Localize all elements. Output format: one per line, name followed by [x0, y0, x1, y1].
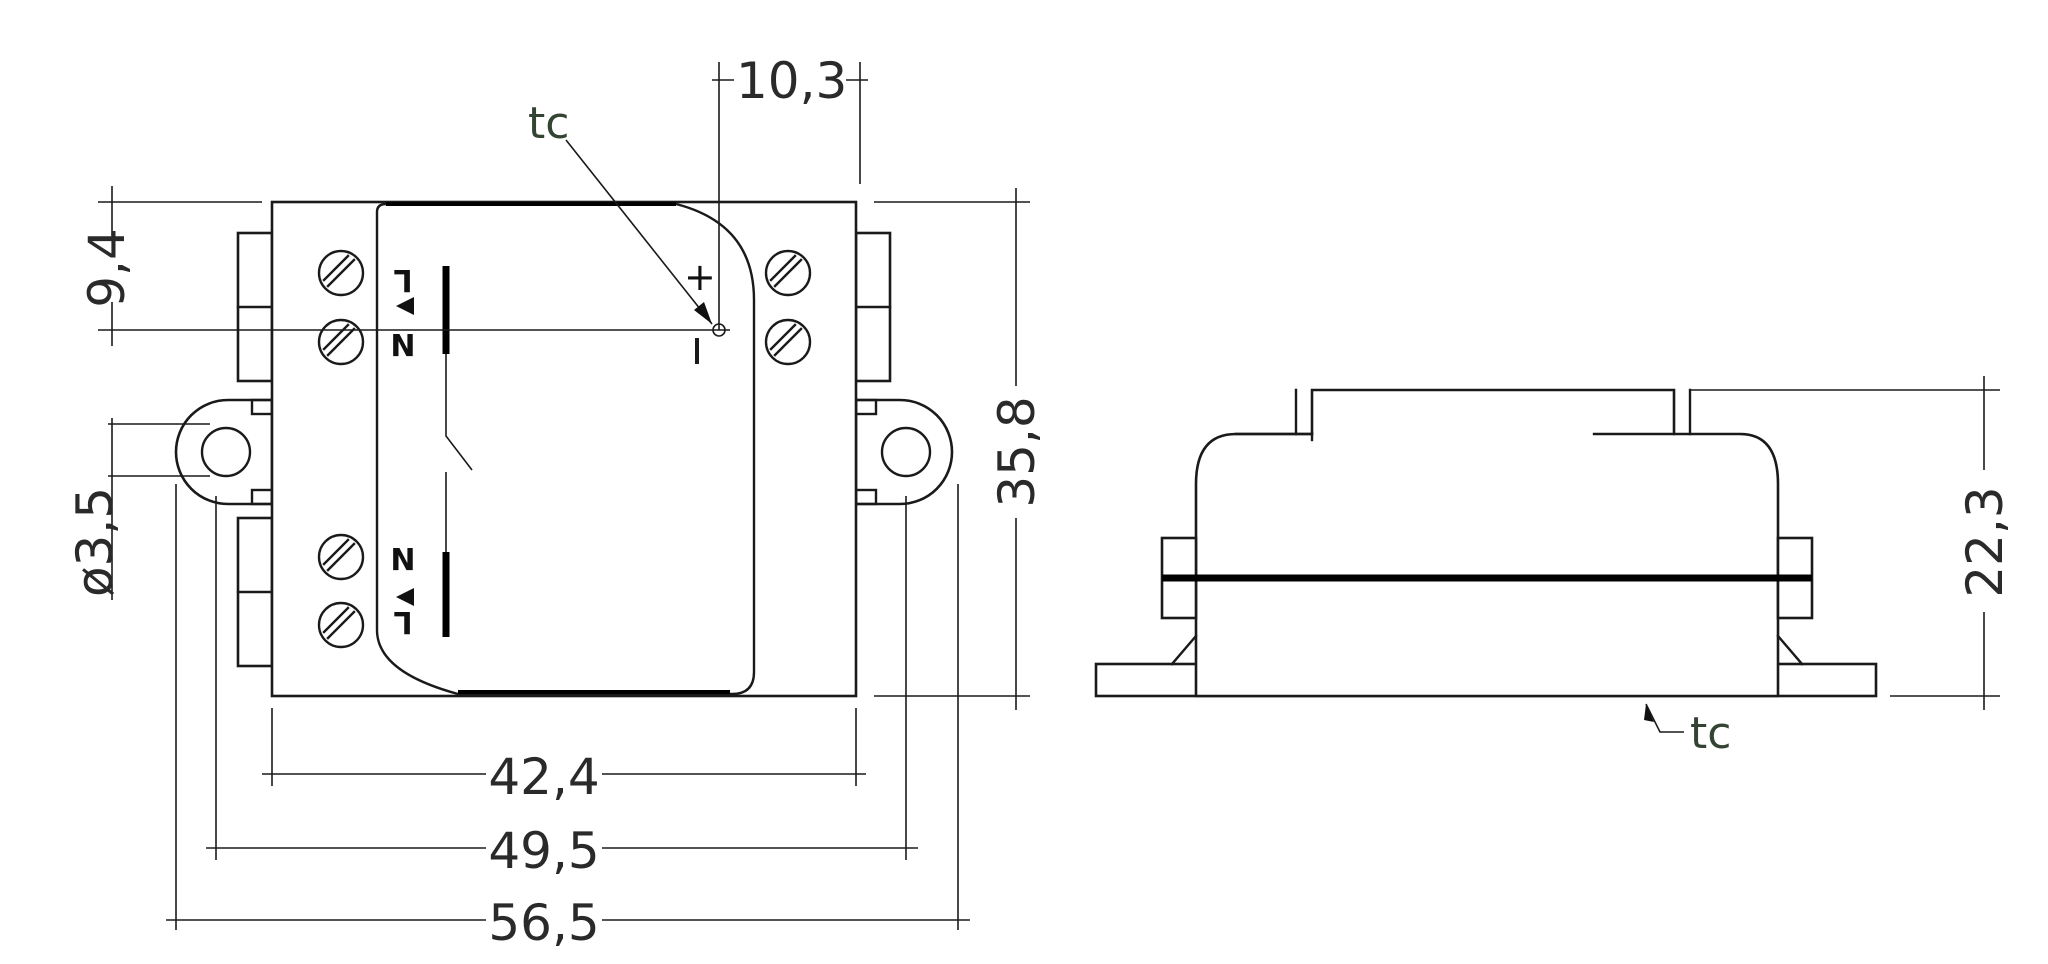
dim-left-offset: 9,4 [78, 228, 136, 308]
dim-body-width: 42,4 [488, 748, 599, 806]
front-view: L N N L tc + [174, 98, 954, 698]
arrow-top-icon [396, 297, 414, 315]
dim-height: 35,8 [988, 396, 1046, 507]
screw-icon [764, 318, 812, 366]
tc-arrowhead-icon [694, 302, 712, 324]
tc-side-arrowhead-icon [1644, 704, 1654, 722]
left-mounting-hole [200, 426, 252, 478]
front-dimensions: 10,3 9,4 ø3,5 35,8 42,4 49,5 [66, 52, 1046, 952]
switch-symbol [445, 354, 473, 552]
side-housing [1194, 388, 1780, 698]
left-mounting-ear [174, 398, 274, 506]
label-bottom-N: N [390, 540, 415, 575]
tc-side-leader [1645, 703, 1684, 733]
dim-hole-diameter: ø3,5 [66, 487, 124, 597]
side-dimensions: 22,3 [1690, 376, 2014, 710]
dim-overall-width: 56,5 [488, 894, 599, 952]
module-body [270, 200, 858, 698]
screw-icon [317, 318, 365, 366]
screw-terminals [317, 249, 812, 649]
right-mounting-ear [854, 398, 954, 506]
screw-icon [317, 601, 365, 649]
label-bottom-L: L [393, 604, 412, 639]
tc-label-side: tc [1690, 708, 1731, 759]
plus-sign: + [684, 255, 716, 299]
arrow-bottom-icon [396, 588, 414, 606]
label-top-N: N [390, 326, 415, 361]
tc-label-top: tc [528, 98, 569, 149]
dim-side-height: 22,3 [1956, 486, 2014, 597]
dim-top-offset: 10,3 [736, 52, 847, 110]
screw-icon [317, 249, 365, 297]
screw-icon [317, 533, 365, 581]
side-view: tc [1094, 388, 1878, 759]
label-top-L: L [393, 262, 412, 297]
dim-hole-spacing: 49,5 [488, 822, 599, 880]
screw-icon [764, 249, 812, 297]
inner-cover [375, 202, 756, 696]
terminal-labels: L N N L [390, 262, 450, 639]
right-mounting-hole [880, 426, 932, 478]
tc-leader-line [565, 139, 713, 325]
